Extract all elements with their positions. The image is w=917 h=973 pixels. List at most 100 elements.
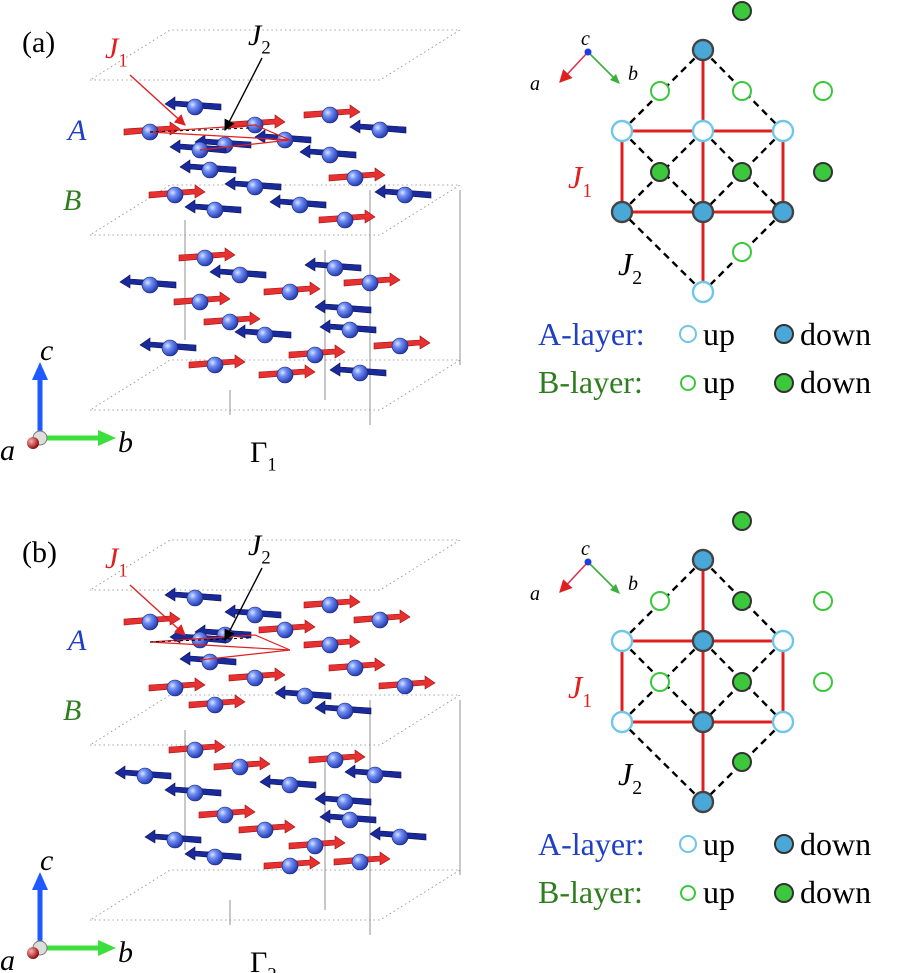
gamma-label-main: Γ	[250, 436, 267, 469]
j2-bond	[702, 559, 784, 642]
spin-arrow	[378, 675, 436, 695]
spin-arrow	[343, 272, 401, 292]
legend-a-layer-label-main: A-layer:	[538, 316, 645, 352]
atom	[336, 301, 354, 319]
j1-pointer	[129, 584, 186, 636]
atom	[246, 669, 264, 687]
atom	[166, 186, 184, 204]
atom	[321, 636, 339, 654]
spin-arrow	[238, 819, 296, 839]
j2-label-sub: 2	[261, 547, 270, 568]
spin-arrow	[228, 667, 286, 687]
atom	[216, 806, 234, 824]
atom	[166, 679, 184, 697]
layer-b-label-main: B	[63, 694, 81, 727]
b-axis-head	[98, 940, 116, 956]
j1-label-main: J	[105, 542, 120, 575]
lattice-axis-c-label-main: c	[581, 28, 590, 50]
axis-c-label: c	[40, 844, 53, 877]
b-site-down	[813, 162, 833, 182]
axis-b-label-main: b	[118, 936, 133, 969]
spin-arrow	[329, 362, 387, 382]
axis-c-label-main: c	[40, 334, 53, 367]
layer-a-label: A	[66, 114, 87, 147]
legend-a-up-marker	[679, 325, 697, 343]
lattice-axis-a-label-main: a	[530, 583, 540, 605]
layer-a-label-main: A	[66, 114, 87, 147]
spin-arrow	[188, 694, 246, 714]
atom	[336, 211, 354, 229]
spin-arrow	[374, 184, 432, 204]
lattice-j2-label-sub: 2	[632, 777, 642, 799]
axis-b-label: b	[118, 936, 133, 969]
legend-a-down-marker	[774, 324, 794, 344]
spin-arrow	[123, 611, 181, 631]
atom	[391, 337, 409, 355]
atom	[346, 659, 364, 677]
j1-label: J1	[105, 542, 128, 581]
lattice-axis-c-label: c	[581, 538, 590, 560]
c-axis-head	[32, 872, 48, 890]
spin-arrow	[299, 144, 357, 164]
j2-label: J2	[248, 529, 271, 568]
lattice-c-axis	[584, 48, 592, 56]
spin-arrow	[144, 829, 202, 849]
j2-label: J2	[248, 19, 271, 58]
legend-a-up-marker	[679, 835, 697, 853]
lattice-a-axis	[559, 51, 589, 83]
j1-label-sub: 1	[118, 50, 127, 71]
spin-arrow	[258, 364, 316, 384]
a-site-up	[691, 119, 715, 143]
b-site-down	[732, 162, 752, 182]
b-site-down	[732, 672, 752, 692]
j1-label-main: J	[105, 32, 120, 65]
lattice-a-axis	[559, 561, 589, 593]
spin-arrow	[168, 739, 226, 759]
b-site-up	[813, 591, 833, 611]
legend-a-layer-label: A-layer:	[538, 316, 645, 352]
b-site-up	[732, 81, 752, 101]
lattice-j1-label-sub: 1	[582, 690, 592, 712]
legend-a-down-marker	[774, 834, 794, 854]
lattice-axis-b-label-main: b	[628, 63, 638, 85]
spin-arrow	[139, 337, 197, 357]
legend-b-down-marker	[774, 373, 794, 393]
atom	[206, 201, 224, 219]
j2-bond	[621, 211, 704, 293]
atom	[306, 837, 324, 855]
lattice-plane	[88, 694, 462, 746]
panel-label-main: (a)	[22, 26, 55, 59]
spin-arrow	[224, 604, 282, 624]
spin-arrow	[213, 756, 271, 776]
spin-arrow	[263, 281, 321, 301]
j2-bond	[702, 211, 784, 293]
j1-label-sub: 1	[118, 560, 127, 581]
atom	[281, 776, 299, 794]
spin-arrow	[344, 764, 402, 784]
gamma-label: Γ1	[250, 436, 277, 475]
j2-pointer	[224, 57, 263, 131]
legend-b-up-marker	[680, 885, 696, 901]
legend-b-up-marker	[680, 375, 696, 391]
a-site-down	[691, 710, 715, 734]
b-site-down	[732, 1, 752, 21]
lattice-axis-a-label-main: a	[530, 73, 540, 95]
gamma-label-sub: 1	[267, 454, 276, 475]
j1-pointer	[129, 74, 186, 126]
a-site-up	[771, 710, 795, 734]
j2-label-main: J	[248, 19, 263, 52]
atom	[166, 831, 184, 849]
spin-arrow	[178, 247, 236, 267]
b-site-up	[650, 591, 670, 611]
lattice-b-axis-head	[610, 74, 620, 84]
legend-a-down-label: down	[800, 316, 871, 352]
spin-arrow	[234, 324, 292, 344]
lattice-plane	[88, 869, 462, 921]
legend-a-up-label-main: up	[703, 826, 735, 862]
atom	[201, 161, 219, 179]
spin-arrow	[328, 657, 386, 677]
panel-label: (b)	[22, 536, 57, 569]
spin-arrow	[373, 335, 431, 355]
